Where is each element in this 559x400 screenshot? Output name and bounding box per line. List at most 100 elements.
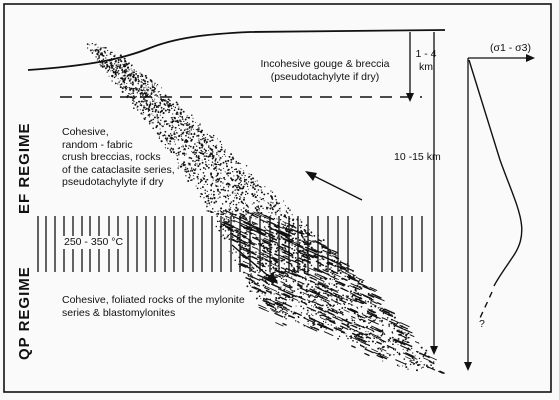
stipple-dot bbox=[219, 210, 221, 212]
stipple-dot bbox=[325, 265, 328, 268]
stipple-dot bbox=[288, 244, 290, 246]
stipple-dot bbox=[382, 360, 384, 362]
stipple-dot bbox=[220, 146, 222, 148]
foliation-dash bbox=[360, 340, 371, 347]
foliation-dash bbox=[281, 231, 290, 237]
stipple-dot bbox=[242, 210, 245, 213]
stipple-dot bbox=[178, 135, 181, 137]
foliation-dash bbox=[382, 309, 390, 314]
stipple-dot bbox=[220, 148, 223, 151]
stipple-dot bbox=[262, 207, 264, 210]
stipple-dot bbox=[191, 151, 193, 153]
stipple-dot bbox=[274, 262, 277, 265]
foliation-dash bbox=[297, 283, 303, 287]
stipple-dot bbox=[420, 346, 423, 349]
foliation-dash bbox=[282, 322, 287, 326]
stipple-dot bbox=[238, 216, 241, 218]
stipple-dot bbox=[103, 65, 106, 67]
foliation-dash bbox=[222, 221, 230, 227]
stipple-dot bbox=[102, 47, 104, 49]
stipple-dot bbox=[201, 151, 203, 153]
stipple-dot bbox=[266, 207, 268, 210]
stipple-dot bbox=[260, 243, 262, 245]
stipple-dot bbox=[234, 213, 237, 216]
foliation-dash bbox=[371, 292, 382, 299]
foliation-dash bbox=[343, 309, 350, 313]
stipple-dot bbox=[131, 83, 134, 86]
foliation-dash bbox=[317, 281, 329, 287]
stipple-dot bbox=[295, 241, 297, 243]
foliation-dash bbox=[240, 214, 248, 219]
stipple-dot bbox=[201, 159, 203, 161]
stipple-dot bbox=[111, 68, 113, 70]
stipple-dot bbox=[268, 203, 270, 205]
stipple-dot bbox=[140, 104, 143, 107]
stipple-dot bbox=[280, 286, 282, 288]
stipple-dot bbox=[281, 312, 284, 314]
stipple-dot bbox=[244, 202, 246, 204]
stipple-dot bbox=[340, 260, 342, 262]
stipple-dot bbox=[292, 224, 295, 226]
stipple-dot bbox=[308, 256, 310, 259]
stipple-dot bbox=[229, 219, 231, 221]
stipple-dot bbox=[140, 86, 142, 88]
stipple-dot bbox=[270, 190, 272, 192]
stipple-dot bbox=[366, 325, 368, 328]
stipple-dot bbox=[209, 211, 211, 213]
stipple-dot bbox=[335, 326, 337, 328]
foliation-dash bbox=[230, 238, 239, 244]
stipple-dot bbox=[283, 263, 285, 265]
stipple-dot bbox=[146, 103, 149, 106]
foliation-dash bbox=[367, 319, 379, 325]
stipple-dot bbox=[256, 191, 258, 193]
stipple-dot bbox=[230, 161, 233, 164]
stipple-dot bbox=[398, 365, 400, 367]
stipple-dot bbox=[123, 77, 125, 79]
stipple-dot bbox=[260, 189, 262, 191]
stipple-dot bbox=[115, 75, 117, 77]
foliation-dash bbox=[276, 305, 288, 312]
stipple-dot bbox=[178, 147, 181, 149]
foliation-dash bbox=[236, 237, 249, 244]
stipple-dot bbox=[273, 206, 275, 208]
stipple-dot bbox=[407, 368, 409, 370]
stipple-dot bbox=[183, 169, 186, 171]
stipple-dot bbox=[291, 276, 293, 278]
stipple-dot bbox=[278, 288, 280, 290]
stipple-dot bbox=[113, 76, 116, 79]
stipple-dot bbox=[164, 99, 166, 101]
stipple-dot bbox=[340, 269, 342, 271]
stipple-dot bbox=[219, 159, 221, 161]
stipple-dot bbox=[275, 199, 277, 201]
stipple-dot bbox=[193, 151, 195, 153]
stipple-dot bbox=[179, 119, 181, 122]
stipple-dot bbox=[191, 126, 194, 128]
stipple-dot bbox=[367, 331, 369, 333]
foliation-dash bbox=[274, 228, 282, 233]
stipple-dot bbox=[210, 172, 213, 175]
stipple-dot bbox=[276, 244, 279, 246]
stipple-dot bbox=[219, 226, 222, 229]
stipple-dot bbox=[209, 153, 212, 156]
stipple-dot bbox=[114, 82, 117, 85]
stipple-dot bbox=[274, 250, 277, 253]
stipple-dot bbox=[342, 294, 344, 297]
foliation-dash bbox=[296, 249, 302, 253]
stipple-dot bbox=[377, 307, 380, 309]
stipple-dot bbox=[397, 344, 399, 346]
foliation-dash bbox=[286, 289, 292, 293]
stipple-dot bbox=[367, 300, 370, 303]
stipple-dot bbox=[190, 179, 192, 182]
stipple-dot bbox=[155, 126, 158, 129]
stipple-dot bbox=[180, 133, 183, 136]
stipple-dot bbox=[223, 176, 226, 179]
stipple-dot bbox=[210, 189, 213, 192]
foliation-dash bbox=[334, 280, 346, 286]
stipple-dot bbox=[232, 236, 234, 239]
stipple-dot bbox=[174, 126, 177, 129]
stipple-dot bbox=[211, 182, 214, 185]
stipple-dot bbox=[368, 322, 370, 324]
stipple-dot bbox=[308, 314, 311, 317]
stipple-dot bbox=[196, 142, 198, 143]
stipple-dot bbox=[119, 80, 121, 82]
